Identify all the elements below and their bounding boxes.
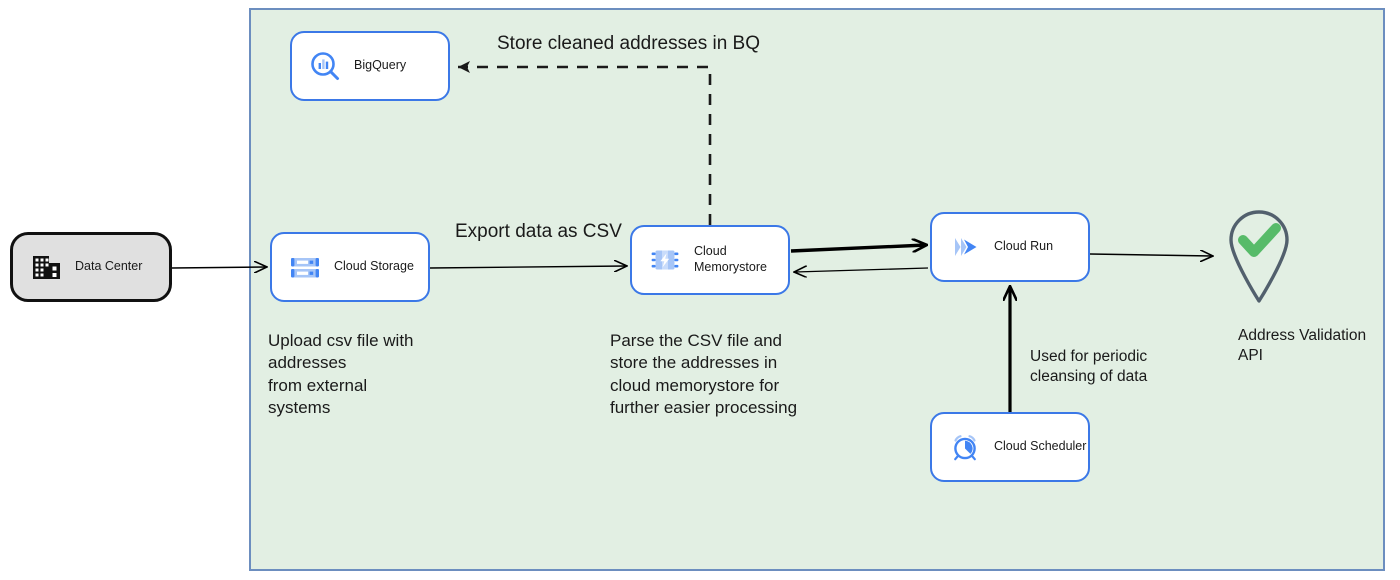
node-address-validation-api[interactable] [1218,205,1300,305]
edge-label-periodic-cleanse: Used for periodic cleansing of data [1030,348,1148,386]
edge-storage-to-memorystore [429,266,626,268]
cloud-run-icon [955,238,977,256]
cloud-boundary-region [249,8,1385,571]
node-label: Cloud Run [994,239,1054,254]
cloud-scheduler-icon [954,435,976,461]
address-validation-api-label: Address Validation API [1238,327,1367,365]
edge-label-export-csv: Export data as CSV [455,221,622,242]
node-cloud-storage[interactable]: Cloud Storage [270,232,430,302]
node-label: Cloud Scheduler [994,439,1087,454]
node-bigquery[interactable]: BigQuery [290,31,450,101]
edge-datacenter-to-storage [171,267,266,268]
edge-label-store-cleaned: Store cleaned addresses in BQ [497,33,760,54]
annotation-parse-note: Parse the CSV file and store the address… [610,331,798,418]
node-cloud-scheduler[interactable]: Cloud Scheduler [930,412,1090,482]
edge-run-to-validation-api [1089,254,1212,256]
node-label: Cloud Memorystore [694,244,767,274]
node-label: BigQuery [354,58,407,73]
edge-memorystore-to-run [790,245,926,253]
node-cloud-run[interactable]: Cloud Run [930,212,1090,282]
node-label: Cloud Storage [334,259,414,274]
memorystore-icon [651,250,679,270]
map-pin-check-icon [1229,210,1289,303]
annotation-upload-note: Upload csv file with addresses from exte… [268,331,414,418]
cloud-storage-icon [291,258,319,278]
node-cloud-memorystore[interactable]: Cloud Memorystore [630,225,790,295]
edge-run-to-memorystore [795,268,929,272]
datacenter-icon [33,256,60,279]
node-label: Data Center [75,259,143,274]
node-data-center[interactable]: Data Center [10,232,172,302]
bigquery-icon [311,52,339,80]
edge-memorystore-to-bigquery [458,61,712,225]
